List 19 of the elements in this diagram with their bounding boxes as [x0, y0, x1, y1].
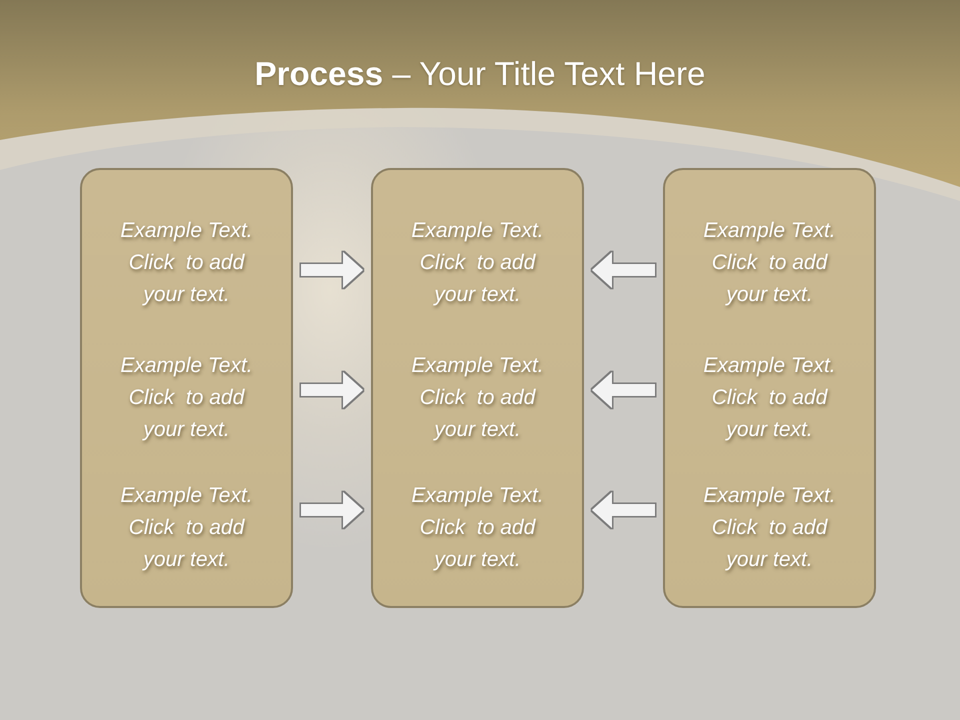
panel-text: Example Text. Click to add your text.: [410, 218, 545, 308]
panel-text: Example Text. Click to add your text.: [702, 353, 837, 443]
panel-text: Example Text. Click to add your text.: [702, 218, 837, 308]
rounded-panel: [371, 168, 584, 608]
block-arrow: [592, 252, 655, 288]
panel-text: Example Text. Click to add your text.: [410, 353, 545, 443]
block-arrow: [301, 252, 363, 288]
panel-text: Example Text. Click to add your text.: [119, 353, 254, 443]
slide-title: Process – Your Title Text Here: [254, 54, 706, 94]
panel-text: Example Text. Click to add your text.: [702, 483, 837, 573]
block-arrow: [592, 492, 655, 528]
rounded-panel: [663, 168, 876, 608]
block-arrow: [301, 372, 363, 408]
block-arrow: [301, 492, 363, 528]
block-arrow: [592, 372, 655, 408]
panel-text: Example Text. Click to add your text.: [119, 483, 254, 573]
panel-text: Example Text. Click to add your text.: [410, 483, 545, 573]
rounded-panel: [80, 168, 293, 608]
panel-text: Example Text. Click to add your text.: [119, 218, 254, 308]
